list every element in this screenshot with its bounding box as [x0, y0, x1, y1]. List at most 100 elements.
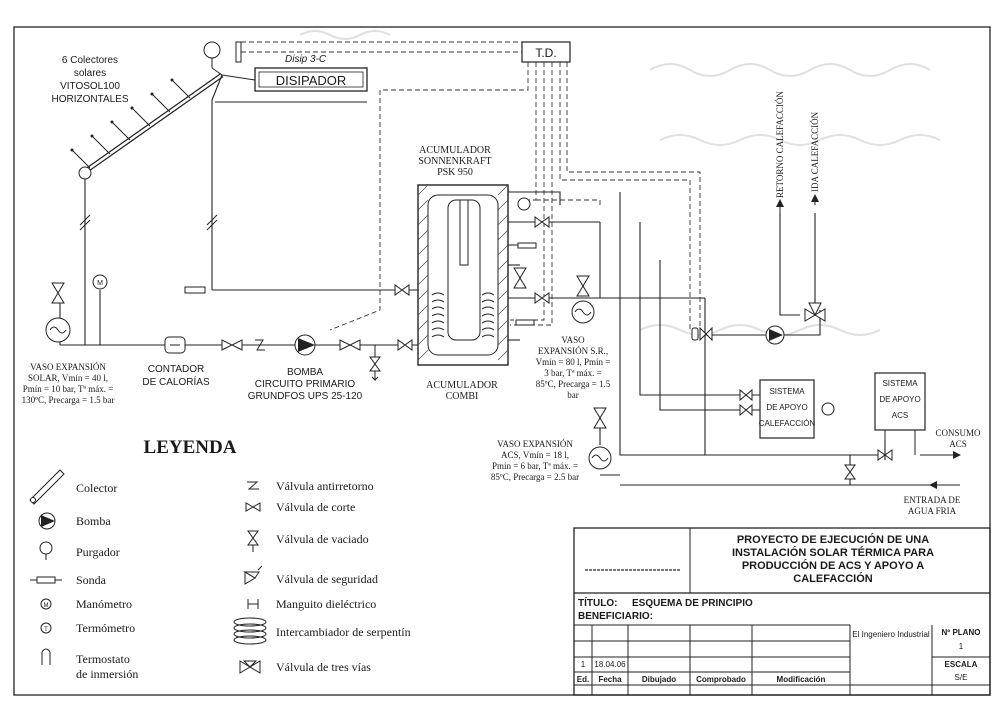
- return-heating-label: RETORNO CALEFACCIÓN: [775, 91, 785, 198]
- accumulator-tank: [417, 184, 509, 366]
- header-modificacion: Modificación: [777, 675, 826, 684]
- legend-thermostat-label-2: de inmersión: [76, 667, 138, 681]
- drain-valve: [369, 345, 381, 382]
- exp-solar-3: Pmín = 10 bar, Tª máx. =: [23, 384, 114, 394]
- acs-expansion-vessel: [588, 407, 612, 470]
- plano-label: Nº PLANO: [942, 628, 981, 637]
- sonnenkraft-label-2: SONNENKRAFT: [418, 156, 491, 167]
- exp-sr-3: Vmín = 80 l, Pmín =: [536, 357, 611, 367]
- collectors-label-2: solares: [74, 68, 106, 79]
- legend-manometer-symbol: [40, 598, 52, 610]
- legend-coil-exchanger-label: Intercambiador de serpentín: [276, 625, 411, 639]
- exp-sr-1: VASO: [561, 335, 585, 345]
- check-valve: [255, 339, 265, 351]
- project-title-1: PROYECTO DE EJECUCIÓN DE UNA: [737, 533, 929, 546]
- cold-water-label-1: ENTRADA DE: [904, 495, 961, 505]
- legend-three-way-valve-symbol: [239, 660, 261, 674]
- solar-safety-valve: [51, 282, 65, 304]
- project-title-2: INSTALACIÓN SOLAR TÉRMICA PARA: [732, 546, 934, 559]
- primary-circuit: [59, 289, 420, 346]
- svg-text:T: T: [44, 627, 48, 633]
- engineer-label: El Ingeniero Industrial: [852, 630, 930, 639]
- tank-side-valves: [534, 216, 856, 480]
- supply-heating-label: IDA CALEFACCIÓN: [810, 111, 820, 192]
- legend-manometer-label: Manómetro: [76, 597, 132, 611]
- exp-sr-6: bar: [567, 390, 579, 400]
- legend-thermometer-label: Termómetro: [76, 621, 135, 635]
- three-way-valve-heating: [804, 302, 826, 322]
- legend-thermostat-symbol: [41, 648, 51, 665]
- escala-value: S/E: [955, 673, 968, 682]
- exp-sr-5: 85ºC, Precarga = 1.5: [536, 379, 611, 389]
- exp-acs-3: Pmín = 6 bar, Tª máx. =: [492, 461, 578, 471]
- support-acs-3: ACS: [892, 411, 908, 420]
- tank-probe-2: [515, 319, 535, 326]
- legend-thermometer-symbol: [40, 622, 52, 634]
- support-acs-box: [874, 372, 926, 431]
- drawing-frame: [13, 26, 991, 696]
- support-heating-1: SISTEMA: [769, 387, 805, 396]
- heat-meter-label-1: CONTADOR: [148, 364, 204, 375]
- support-heating-box: [759, 379, 815, 439]
- primary-valves: [221, 284, 413, 351]
- legend-shutoff-valve-label: Válvula de corte: [276, 500, 355, 514]
- legend-safety-valve-symbol: [243, 565, 263, 585]
- sr-expansion-vessel: [571, 275, 595, 324]
- rev-ed: 1: [581, 660, 586, 669]
- legend-coil-exchanger-symbol: [233, 617, 267, 645]
- pump-label-2: CIRCUITO PRIMARIO: [255, 379, 356, 390]
- collectors-label-1: 6 Colectores: [62, 55, 118, 66]
- title-block: [573, 527, 991, 696]
- legend-drain-valve-label: Válvula de vaciado: [276, 532, 369, 546]
- combi-label-1: ACUMULADOR: [426, 380, 498, 391]
- solar-manometer: [92, 274, 108, 290]
- background-handwriting: [299, 30, 941, 336]
- tank-safety-valve: [513, 267, 527, 289]
- header-fecha: Fecha: [598, 675, 622, 684]
- collectors-label-4: HORIZONTALES: [51, 94, 128, 105]
- legend-dielectric-sleeve-symbol: [247, 599, 259, 609]
- combi-label-2: COMBI: [446, 391, 479, 402]
- sonnenkraft-label-3: PSK 950: [437, 167, 473, 178]
- exp-acs-1: VASO EXPANSIÓN: [497, 439, 573, 449]
- legend-shutoff-valve-symbol: [245, 502, 261, 512]
- consumption-label-2: ACS: [949, 439, 967, 449]
- exp-solar-2: SOLAR, Vmín = 40 l,: [28, 373, 108, 383]
- support-acs-2: DE APOYO: [879, 395, 920, 404]
- primary-probe: [184, 286, 206, 294]
- solar-collectors: [70, 72, 224, 180]
- escala-label: ESCALA: [945, 660, 978, 669]
- support-heating-2: DE APOYO: [766, 403, 807, 412]
- three-way-valve-tank: [699, 326, 713, 342]
- legend-collector-label: Colector: [76, 481, 117, 495]
- legend-three-way-valve-label: Válvula de tres vías: [276, 660, 371, 674]
- dissipator-sensor: [235, 41, 242, 63]
- sonnenkraft-label-1: ACUMULADOR: [419, 145, 491, 156]
- tank-right-pipes: [508, 191, 958, 486]
- titulo-value: ESQUEMA DE PRINCIPIO: [632, 598, 753, 609]
- header-dibujado: Dibujado: [642, 675, 676, 684]
- heat-meter: [164, 336, 186, 354]
- collector-air-purger: [203, 41, 223, 76]
- tank-purger: [517, 197, 531, 211]
- legend-purger-symbol: [39, 541, 53, 560]
- exp-sr-2: EXPANSIÓN S.R.,: [538, 346, 608, 356]
- exp-sr-4: 3 bar, Tª máx. =: [544, 368, 602, 378]
- legend-safety-valve-label: Válvula de seguridad: [276, 572, 378, 586]
- cold-water-label-2: AGUA FRIA: [908, 506, 957, 516]
- legend-drain-valve-symbol: [247, 530, 259, 552]
- plano-value: 1: [959, 642, 964, 651]
- legend-check-valve-symbol: [247, 481, 259, 490]
- exp-acs-4: 85ºC, Precarga = 2.5 bar: [491, 472, 579, 482]
- tank-probe-1: [517, 242, 537, 249]
- collector-pipes: [84, 74, 367, 345]
- legend-probe-label: Sonda: [76, 573, 107, 587]
- project-title-4: CALEFACCIÓN: [793, 572, 873, 585]
- beneficiario-label: BENEFICIARIO:: [578, 611, 653, 622]
- legend-title: LEYENDA: [144, 437, 237, 458]
- exp-acs-2: ACS, Vmín = 18 l,: [501, 450, 569, 460]
- svg-text:M: M: [44, 603, 49, 609]
- heat-meter-label-2: DE CALORÍAS: [142, 375, 210, 388]
- support-heating-burner: [821, 402, 835, 416]
